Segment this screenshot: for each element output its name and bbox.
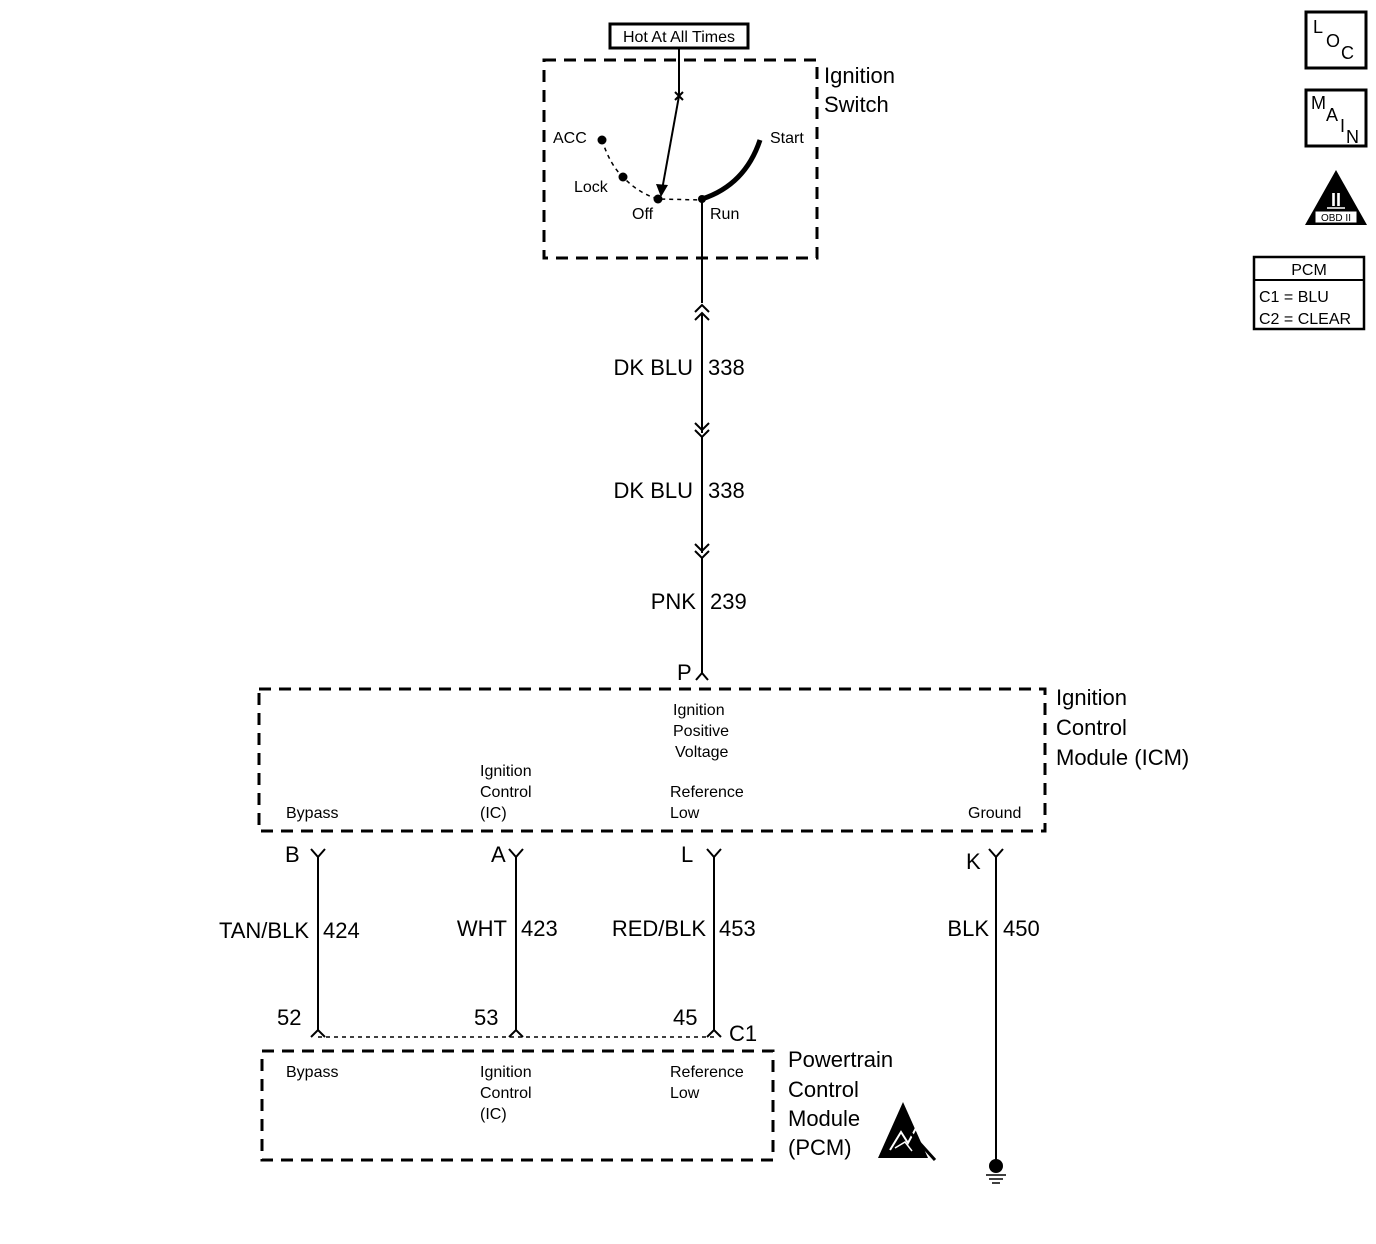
pcm-legend-header: PCM bbox=[1291, 262, 1327, 279]
icm-title-2: Control bbox=[1056, 715, 1127, 740]
loc-letter-c: C bbox=[1341, 43, 1354, 63]
icm-title-1: Ignition bbox=[1056, 685, 1127, 710]
wire-2-color: DK BLU bbox=[614, 478, 693, 503]
wire-3-color: PNK bbox=[651, 589, 697, 614]
ignition-switch-box bbox=[542, 58, 819, 260]
ignition-feed-circuit: DK BLU 338 DK BLU 338 PNK 239 P bbox=[614, 200, 747, 685]
pcm-title-3: Module bbox=[788, 1106, 860, 1131]
wire-1-color: DK BLU bbox=[614, 355, 693, 380]
off-contact-dot bbox=[653, 194, 663, 204]
main-letter-m: M bbox=[1311, 93, 1326, 113]
obd-ii-numeral: II bbox=[1331, 190, 1341, 210]
ic-wire-color: WHT bbox=[457, 916, 507, 941]
ignition-switch: Hot At All Times Ignition Switch ACC Loc… bbox=[542, 22, 895, 260]
pcm-pin-53-terminal-icon bbox=[508, 1028, 524, 1038]
loc-letter-o: O bbox=[1326, 31, 1340, 51]
icm-pin-a-label: A bbox=[491, 842, 506, 867]
switch-arm-line bbox=[661, 95, 680, 191]
icm-pin-k-label: K bbox=[966, 849, 981, 874]
wire-3-circuit: 239 bbox=[710, 589, 747, 614]
icm-pin-b-label: B bbox=[285, 842, 300, 867]
reflow-wire-circuit: 453 bbox=[719, 916, 756, 941]
run-label: Run bbox=[710, 206, 739, 223]
pcm-title-1: Powertrain bbox=[788, 1047, 893, 1072]
pcm-pin-53-label: 53 bbox=[474, 1005, 498, 1030]
ground-wire-circuit: 450 bbox=[1003, 916, 1040, 941]
main-icon[interactable] bbox=[1304, 88, 1368, 148]
pcm-legend-c1: C1 = BLU bbox=[1259, 289, 1329, 306]
off-label: Off bbox=[632, 206, 654, 223]
bypass-wire-circuit: 424 bbox=[323, 918, 360, 943]
lock-label: Lock bbox=[574, 179, 609, 196]
icm-box bbox=[257, 687, 1047, 833]
icm-ground-label: Ground bbox=[968, 805, 1021, 822]
hot-at-all-times-label: Hot At All Times bbox=[623, 29, 735, 46]
start-label: Start bbox=[770, 130, 804, 147]
main-letter-a: A bbox=[1326, 105, 1338, 125]
pcm-ic-line-1: Ignition bbox=[480, 1064, 532, 1081]
pcm-box bbox=[260, 1049, 775, 1162]
powertrain-control-module: Powertrain Control Module (PCM) Bypass I… bbox=[260, 1047, 937, 1162]
ic-wire-circuit: 423 bbox=[521, 916, 558, 941]
loc-icon[interactable] bbox=[1304, 10, 1368, 70]
ground-symbol-icon bbox=[986, 1159, 1006, 1184]
icm-ic-line-1: Ignition bbox=[480, 763, 532, 780]
pcm-pin-52-label: 52 bbox=[277, 1005, 301, 1030]
pcm-title-4: (PCM) bbox=[788, 1135, 852, 1160]
icm-ref-line-1: Reference bbox=[670, 784, 744, 801]
main-letter-n: N bbox=[1346, 127, 1359, 147]
obd-ii-button[interactable]: II OBD II bbox=[1305, 170, 1367, 225]
obd-ii-text: OBD II bbox=[1321, 213, 1351, 224]
pcm-ic-line-3: (IC) bbox=[480, 1106, 507, 1123]
lock-contact-dot bbox=[618, 172, 628, 182]
icm-ipv-line-1: Ignition bbox=[673, 702, 725, 719]
icm-ic-line-2: Control bbox=[480, 784, 532, 801]
bypass-wire-color: TAN/BLK bbox=[219, 918, 309, 943]
main-letter-i: I bbox=[1340, 116, 1345, 136]
switch-positions-arc bbox=[601, 139, 703, 201]
icm-ref-line-2: Low bbox=[670, 805, 700, 822]
ground-wire-color: BLK bbox=[947, 916, 989, 941]
icm-pin-b-terminal-icon bbox=[310, 848, 326, 859]
acc-label: ACC bbox=[553, 130, 587, 147]
icm-bypass-label: Bypass bbox=[286, 805, 338, 822]
pcm-connector-legend: PCM C1 = BLU C2 = CLEAR bbox=[1252, 255, 1366, 331]
pcm-pin-45-label: 45 bbox=[673, 1005, 697, 1030]
loc-letter-l: L bbox=[1313, 17, 1323, 37]
pcm-pin-52-terminal-icon bbox=[310, 1028, 326, 1038]
icm-pin-l-label: L bbox=[681, 842, 693, 867]
icm-pin-l-terminal-icon bbox=[706, 848, 722, 859]
icm-ipv-line-2: Positive bbox=[673, 723, 729, 740]
ignition-switch-title-1: Ignition bbox=[824, 63, 895, 88]
pcm-pin-45-terminal-icon bbox=[706, 1028, 722, 1038]
pcm-legend-c2: C2 = CLEAR bbox=[1259, 311, 1351, 328]
main-button[interactable]: M A I N bbox=[1304, 88, 1368, 148]
pcm-ref-line-2: Low bbox=[670, 1085, 700, 1102]
pcm-ref-line-1: Reference bbox=[670, 1064, 744, 1081]
pcm-bypass-label: Bypass bbox=[286, 1064, 338, 1081]
wire-1-circuit: 338 bbox=[708, 355, 745, 380]
pcm-ic-line-2: Control bbox=[480, 1085, 532, 1102]
icm-ipv-line-3: Voltage bbox=[675, 744, 728, 761]
icm-ic-line-3: (IC) bbox=[480, 805, 507, 822]
esd-sensitive-icon bbox=[878, 1102, 937, 1162]
run-start-contact-arc bbox=[701, 139, 763, 202]
icm-pin-p-label: P bbox=[677, 660, 692, 685]
icm-pin-k-terminal-icon bbox=[988, 848, 1004, 859]
icm-pin-p-terminal-icon bbox=[695, 671, 709, 681]
icm-output-circuits: B TAN/BLK 424 52 A WHT 423 53 L RED/BLK … bbox=[219, 842, 1040, 1184]
pcm-connector-c1-label: C1 bbox=[729, 1021, 757, 1046]
acc-contact-dot bbox=[597, 135, 607, 145]
ignition-switch-title-2: Switch bbox=[824, 92, 889, 117]
loc-button[interactable]: L O C bbox=[1304, 10, 1368, 70]
icm-title-3: Module (ICM) bbox=[1056, 745, 1189, 770]
pcm-legend-box bbox=[1252, 255, 1366, 331]
wire-2-circuit: 338 bbox=[708, 478, 745, 503]
ignition-control-module: Ignition Control Module (ICM) Ignition P… bbox=[257, 685, 1189, 833]
pcm-title-2: Control bbox=[788, 1077, 859, 1102]
icm-pin-a-terminal-icon bbox=[508, 848, 524, 859]
switch-arm-arrow-icon bbox=[656, 184, 668, 197]
reflow-wire-color: RED/BLK bbox=[612, 916, 706, 941]
